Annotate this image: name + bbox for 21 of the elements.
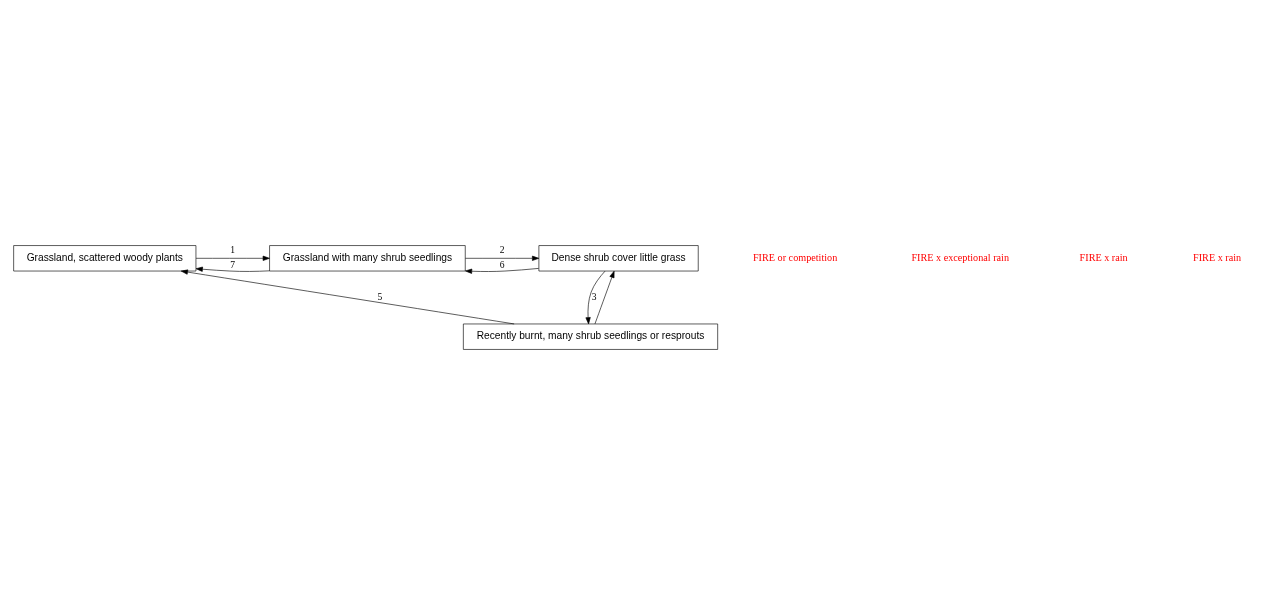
node-box: Grassland with many shrub seedlings	[269, 244, 466, 271]
edge-label: 7	[230, 258, 236, 270]
node-box: Recently burnt, many shrub seedlings or resprouts	[463, 323, 718, 350]
label: FIRE or competition	[752, 251, 838, 263]
label: FIRE x exceptional rain	[911, 251, 1010, 263]
edge-label: 5	[377, 290, 383, 302]
arrow	[195, 266, 270, 272]
node-box: Dense shrub cover little grass	[538, 244, 699, 271]
label: FIRE x rain	[1079, 251, 1128, 263]
edge-label: 2	[499, 243, 505, 255]
edge-label: 6	[499, 258, 505, 270]
label: FIRE x rain	[1193, 251, 1242, 263]
arrow	[180, 269, 515, 324]
arrow	[195, 255, 270, 261]
arrow	[594, 270, 615, 324]
node-box: Grassland, scattered woody plants	[13, 244, 197, 271]
arrow	[465, 255, 540, 261]
edge-label: 3	[591, 290, 597, 302]
edge-label: 1	[230, 243, 236, 255]
arrow	[465, 267, 539, 274]
arrow	[585, 270, 606, 324]
